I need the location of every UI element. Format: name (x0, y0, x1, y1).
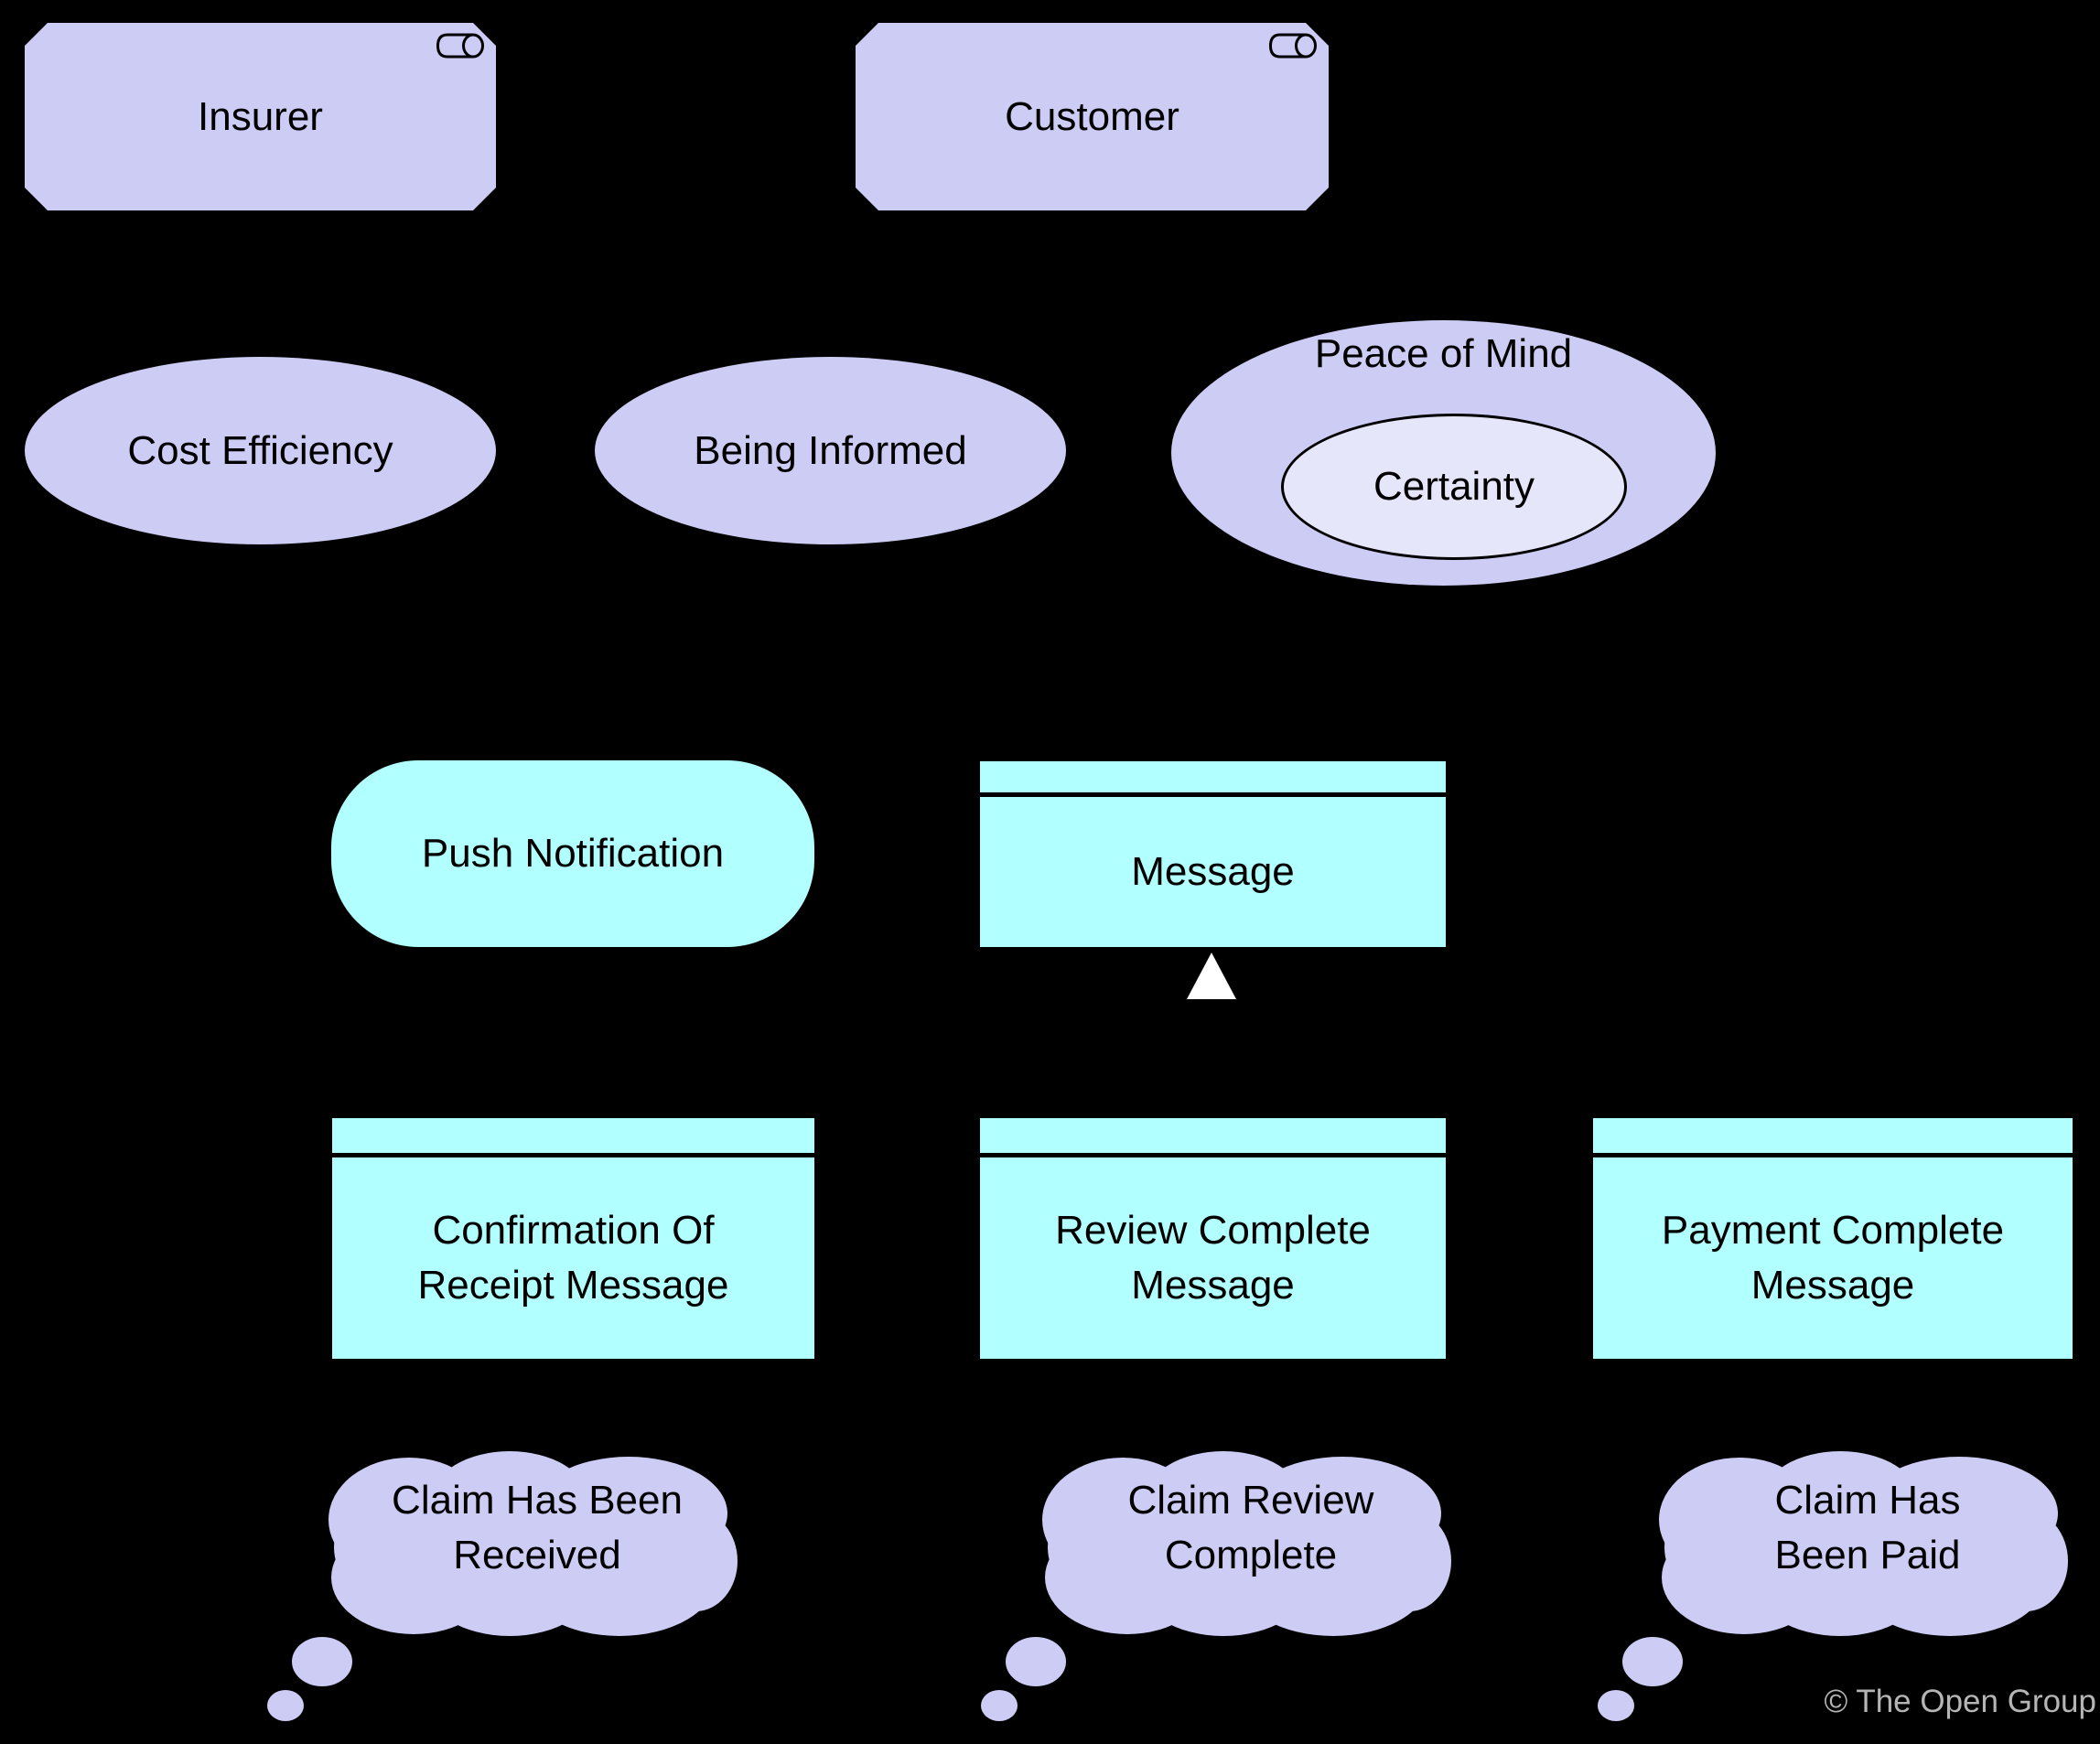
role-cylinder-icon (1268, 33, 1318, 59)
cloud-label-line-1: Claim Has Been (392, 1478, 683, 1523)
goal-certainty: Certainty (1281, 414, 1627, 560)
goal-cost-efficiency-label: Cost Efficiency (127, 427, 393, 473)
label-line-2: Receipt Message (417, 1263, 729, 1308)
object-payment-complete-message-label: Payment Complete Message (1662, 1203, 2004, 1313)
cloud-label-line-1: Claim Has (1775, 1478, 1961, 1523)
label-line-1: Confirmation Of (432, 1208, 715, 1253)
object-payment-complete-message: Payment Complete Message (1593, 1118, 2073, 1359)
label-line-2: Message (1131, 1263, 1295, 1308)
goal-peace-of-mind-label: Peace of Mind (1314, 331, 1573, 376)
thought-bubble-small (267, 1690, 304, 1721)
object-review-complete-message: Review Complete Message (980, 1118, 1446, 1359)
label-line-1: Review Complete (1055, 1208, 1371, 1253)
cloud-label-line-2: Complete (1165, 1533, 1337, 1577)
thought-cloud-claim-has-been-paid: Claim Has Been Paid (1598, 1451, 2068, 1721)
object-confirmation-of-receipt-message: Confirmation Of Receipt Message (332, 1118, 814, 1359)
label-line-1: Payment Complete (1661, 1208, 2005, 1253)
actor-insurer-label: Insurer (198, 93, 323, 139)
service-push-notification: Push Notification (331, 760, 814, 947)
object-confirmation-of-receipt-message-label: Confirmation Of Receipt Message (418, 1203, 729, 1313)
thought-bubble-small (1598, 1690, 1634, 1721)
cloud-label-line-2: Been Paid (1774, 1533, 1960, 1577)
actor-insurer: Insurer (25, 23, 496, 210)
goal-cost-efficiency: Cost Efficiency (25, 357, 496, 544)
goal-being-informed: Being Informed (595, 357, 1066, 544)
thought-bubble-medium (292, 1637, 352, 1686)
thought-bubble-small (981, 1690, 1018, 1721)
object-header-band (980, 761, 1446, 797)
goal-certainty-label: Certainty (1373, 464, 1535, 510)
cloud-shape (1598, 1451, 2068, 1721)
cloud-label-line-2: Received (453, 1533, 620, 1577)
goal-peace-of-mind: Peace of Mind Certainty (1171, 320, 1716, 586)
object-message: Message (980, 761, 1446, 947)
goal-being-informed-label: Being Informed (694, 427, 967, 473)
actor-customer-label: Customer (1005, 93, 1179, 139)
cloud-shape (267, 1451, 738, 1721)
generalization-arrow-icon (1187, 953, 1236, 999)
role-cylinder-icon (436, 33, 485, 59)
thought-cloud-claim-has-been-received: Claim Has Been Received (267, 1451, 738, 1721)
object-review-complete-message-label: Review Complete Message (1055, 1203, 1371, 1313)
thought-bubble-medium (1622, 1637, 1683, 1686)
thought-cloud-claim-review-complete: Claim Review Complete (981, 1451, 1451, 1721)
thought-bubble-medium (1006, 1637, 1066, 1686)
object-header-band (980, 1118, 1446, 1157)
service-push-notification-label: Push Notification (421, 831, 725, 877)
object-message-label: Message (1131, 849, 1295, 895)
label-line-2: Message (1750, 1263, 1915, 1308)
cloud-label-line-1: Claim Review (1128, 1478, 1374, 1523)
copyright-notice: © The Open Group (1824, 1684, 2096, 1719)
actor-customer: Customer (856, 23, 1329, 210)
object-header-band (332, 1118, 814, 1157)
cloud-shape (981, 1451, 1451, 1721)
object-header-band (1593, 1118, 2073, 1157)
